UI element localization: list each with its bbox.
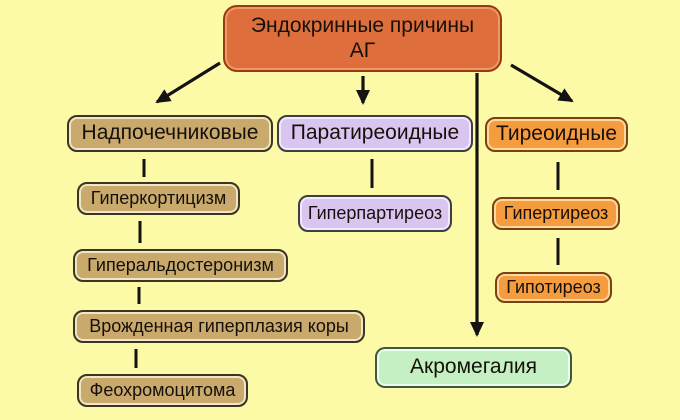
node-adrenal: Надпочечниковые [67,115,273,152]
node-endocrine-causes-ag: Эндокринные причины АГ [223,5,502,72]
node-parathyroid: Паратиреоидные [277,115,473,152]
root-title-line2: АГ [349,38,376,62]
root-title-line1: Эндокринные причины [250,13,475,37]
node-pheochromocytoma: Феохромоцитома [77,374,248,407]
node-thyroid: Тиреоидные [485,117,628,152]
arrow-root-to-adrenal [155,61,221,104]
node-hypercorticism: Гиперкортицизм [77,182,240,215]
arrow-root-to-thyroid [510,63,574,103]
node-hyperthyroidism: Гипертиреоз [492,197,620,230]
node-acromegaly: Акромегалия [375,347,572,388]
node-hypothyroidism: Гипотиреоз [495,272,612,303]
node-hyperparathyroidism: Гиперпартиреоз [298,195,452,232]
node-congenital-adrenal-hyperplasia: Врожденная гиперплазия коры [73,310,365,343]
node-hyperaldosteronism: Гиперальдостеронизм [73,249,288,282]
